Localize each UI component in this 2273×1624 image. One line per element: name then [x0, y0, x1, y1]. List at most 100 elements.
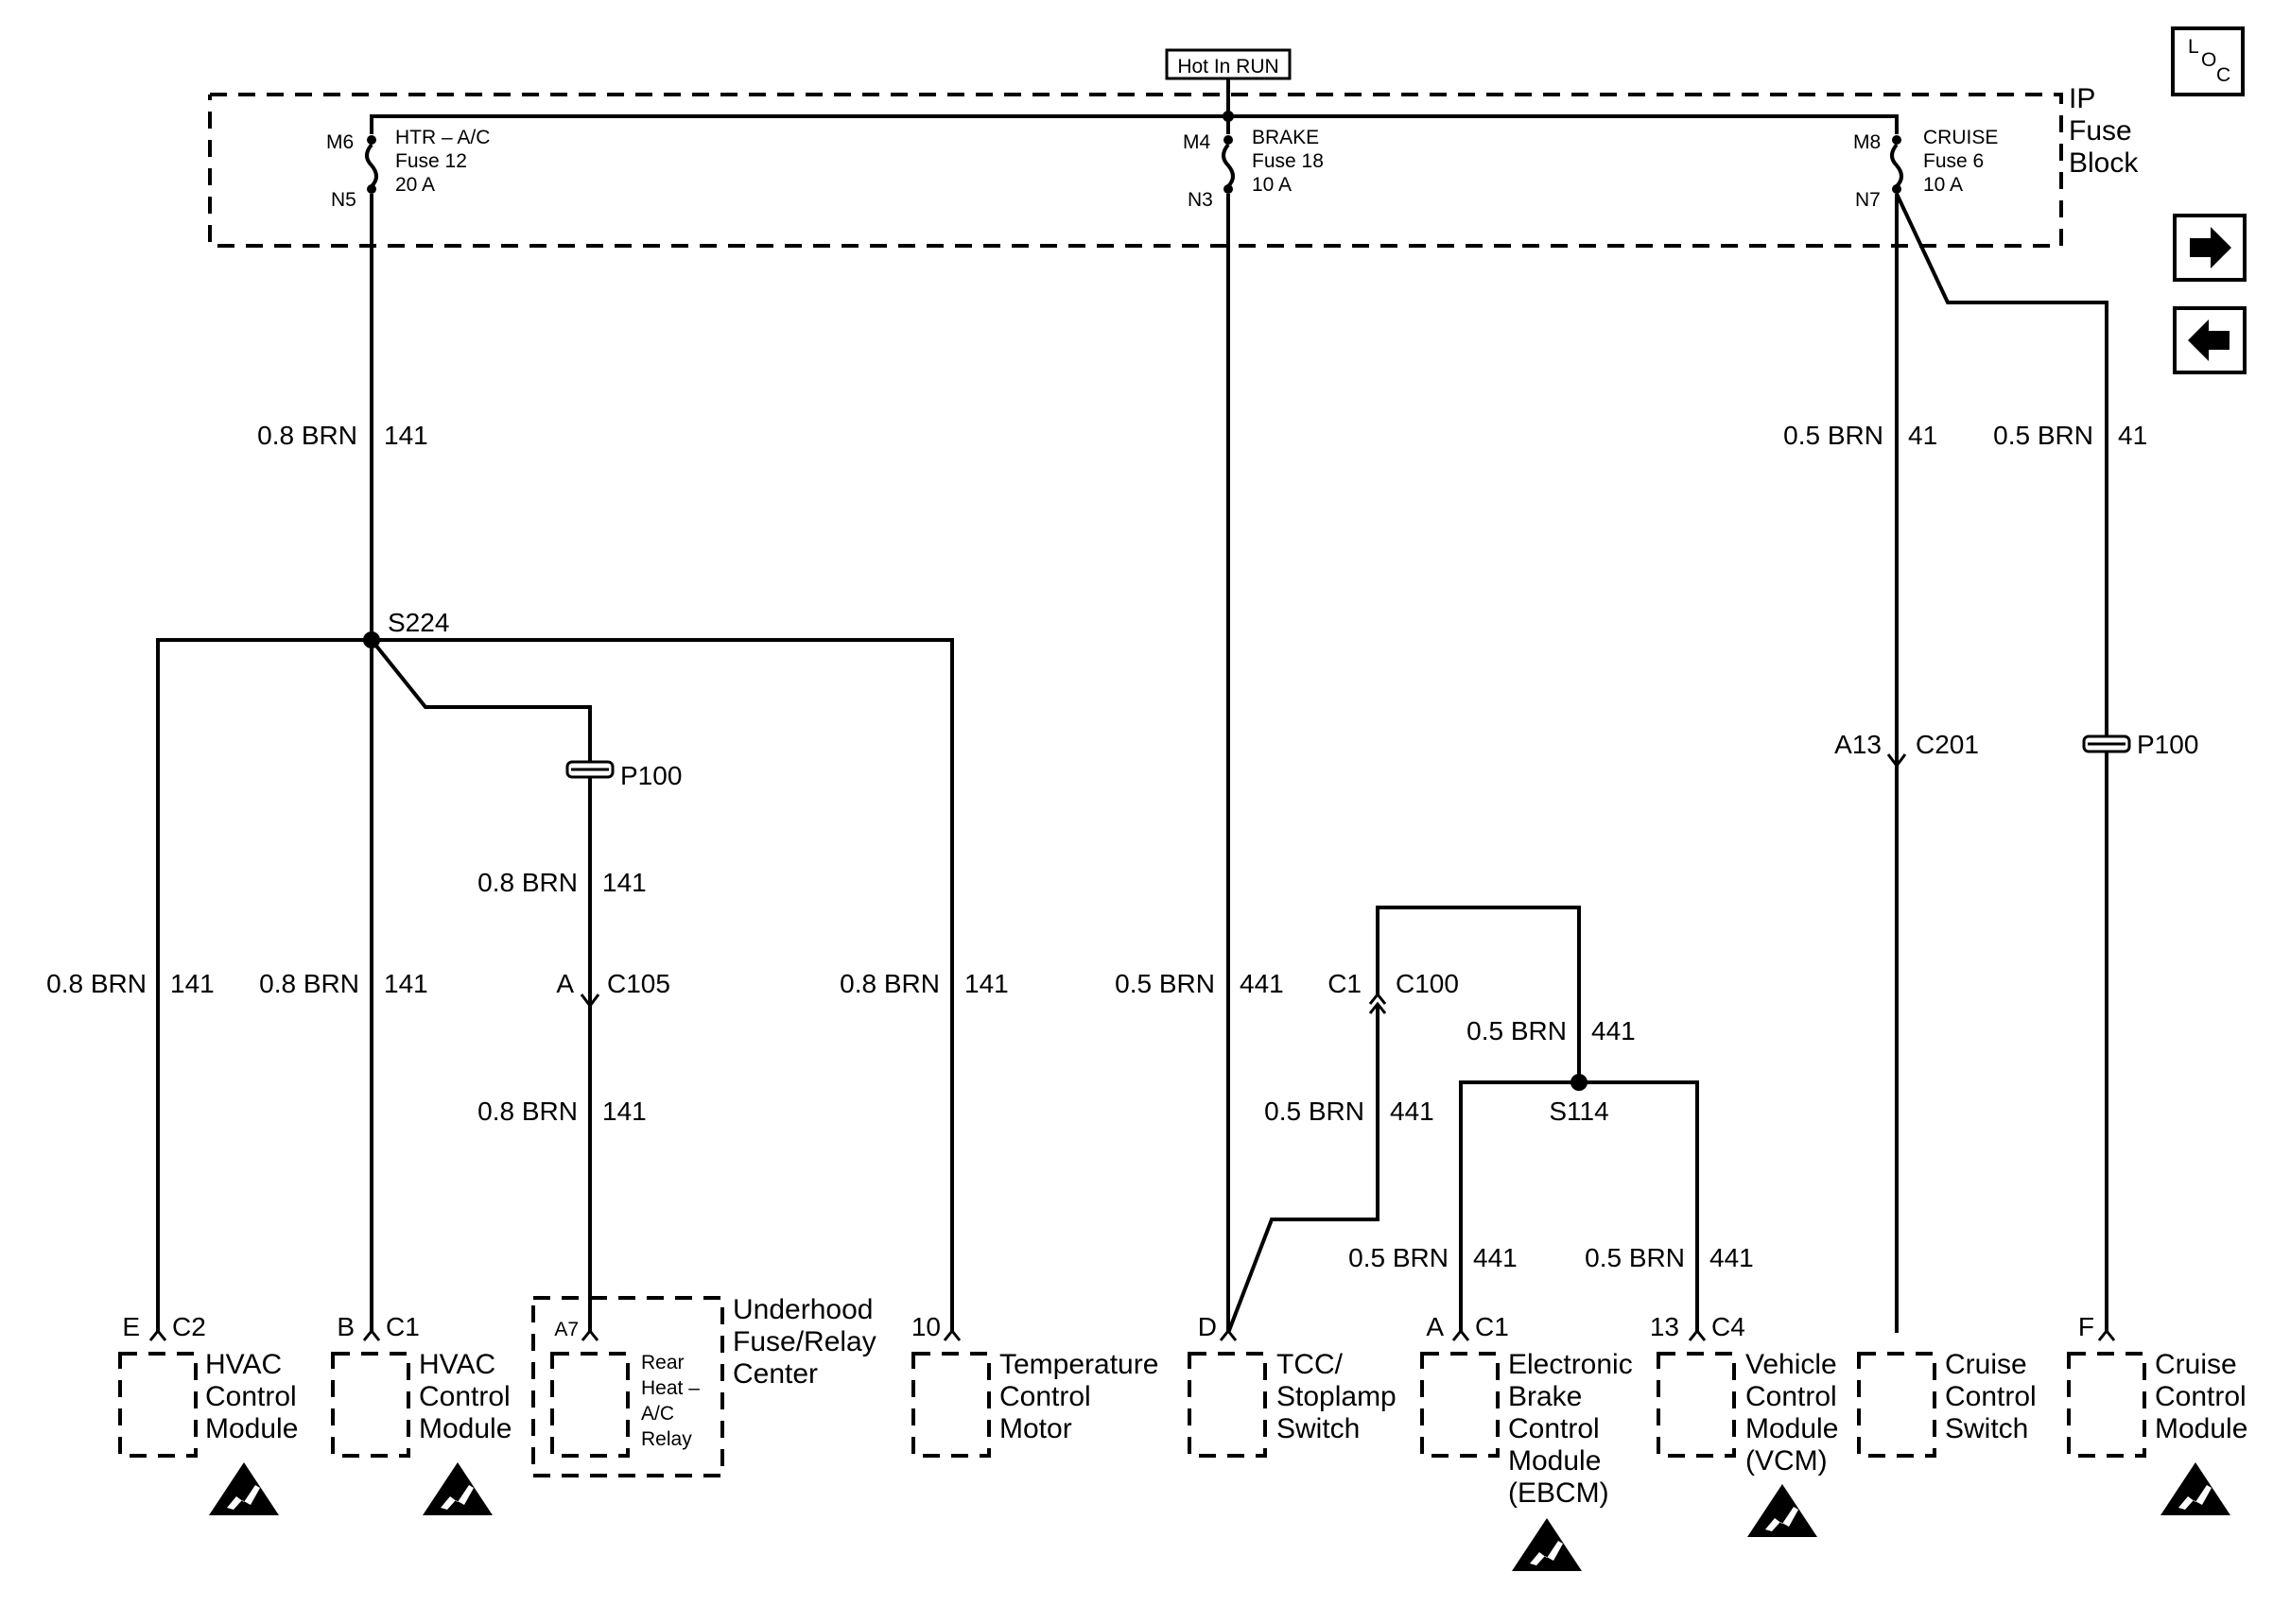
svg-text:41: 41	[1908, 421, 1937, 450]
wire-label-441-tcc: 0.5 BRN 441	[1264, 1097, 1434, 1126]
svg-text:Control: Control	[1945, 1381, 2037, 1412]
splice-s114-label: S114	[1549, 1097, 1608, 1126]
svg-text:Module: Module	[205, 1413, 298, 1444]
component-vcm: 13 C4 Vehicle Control Module (VCM)	[1650, 1312, 1839, 1477]
wire-label-441-ebcm: 0.5 BRN 441	[1348, 1243, 1518, 1272]
svg-text:C201: C201	[1916, 730, 1979, 759]
svg-text:A13: A13	[1834, 730, 1882, 759]
supply-label: Hot In RUN	[1165, 48, 1292, 80]
svg-text:0.8 BRN: 0.8 BRN	[477, 868, 578, 897]
svg-text:C2: C2	[172, 1312, 206, 1341]
svg-text:P100: P100	[620, 761, 682, 790]
svg-text:BRAKE: BRAKE	[1252, 127, 1319, 148]
svg-text:Motor: Motor	[999, 1413, 1072, 1444]
svg-text:141: 141	[384, 969, 428, 998]
svg-text:A/C: A/C	[641, 1403, 674, 1425]
svg-text:141: 141	[602, 1097, 647, 1126]
svg-text:13: 13	[1650, 1312, 1679, 1341]
component-ebcm: A C1 Electronic Brake Control Module (EB…	[1420, 1312, 1633, 1509]
svg-text:Module: Module	[1745, 1413, 1838, 1444]
svg-text:441: 441	[1591, 1016, 1636, 1045]
svg-text:Brake: Brake	[1508, 1381, 1582, 1412]
wire-141-relay	[370, 638, 592, 1333]
svg-text:0.8 BRN: 0.8 BRN	[257, 421, 357, 450]
svg-text:(VCM): (VCM)	[1745, 1445, 1828, 1477]
connector-c201: A13 C201	[1834, 730, 1979, 769]
svg-text:F: F	[2078, 1312, 2094, 1341]
component-hvac-control-module-c1: B C1 HVAC Control Module	[331, 1312, 512, 1458]
esd-icon	[2160, 1462, 2230, 1515]
svg-text:HTR – A/C: HTR – A/C	[395, 127, 490, 148]
svg-text:Cruise: Cruise	[2155, 1349, 2237, 1380]
svg-text:Relay: Relay	[641, 1428, 692, 1450]
component-temperature-control-motor: 10 Temperature Control Motor	[911, 1312, 1158, 1458]
esd-icon	[209, 1462, 279, 1515]
svg-text:0.5 BRN: 0.5 BRN	[1115, 969, 1215, 998]
svg-text:N3: N3	[1188, 189, 1213, 211]
splice-s224-label: S224	[388, 608, 449, 637]
svg-text:441: 441	[1473, 1243, 1518, 1272]
fuse-brake: M4 N3 BRAKE Fuse 18 10 A	[1183, 127, 1324, 211]
svg-text:Fuse 6: Fuse 6	[1923, 150, 1984, 172]
wire-label-41-a: 0.5 BRN 41	[1783, 421, 1937, 450]
svg-text:C1: C1	[386, 1312, 420, 1341]
wire-label-441-vcm: 0.5 BRN 441	[1585, 1243, 1754, 1272]
svg-text:Block: Block	[2069, 147, 2139, 179]
svg-text:0.8 BRN: 0.8 BRN	[259, 969, 359, 998]
svg-text:A: A	[1426, 1312, 1444, 1341]
svg-text:Temperature: Temperature	[999, 1349, 1158, 1380]
esd-icon	[1512, 1518, 1582, 1571]
wire-41-b	[1895, 193, 2108, 1333]
svg-text:0.8 BRN: 0.8 BRN	[477, 1097, 578, 1126]
svg-text:O: O	[2201, 49, 2216, 71]
svg-text:Control: Control	[2155, 1381, 2247, 1412]
svg-text:CRUISE: CRUISE	[1923, 127, 1998, 148]
svg-text:0.5 BRN: 0.5 BRN	[1993, 421, 2093, 450]
wire-label-141-temp: 0.8 BRN 141	[840, 969, 1009, 998]
wire-label-441-c100: 0.5 BRN 441	[1466, 1016, 1636, 1045]
svg-text:0.5 BRN: 0.5 BRN	[1348, 1243, 1449, 1272]
component-cruise-control-switch: Cruise Control Switch	[1857, 1349, 2037, 1458]
connector-p100-left: P100	[565, 760, 682, 790]
wire-label-141-hvac-b: 0.8 BRN 141	[259, 969, 428, 998]
svg-text:A: A	[556, 969, 574, 998]
svg-text:Heat –: Heat –	[641, 1377, 700, 1399]
svg-text:P100: P100	[2137, 730, 2198, 759]
component-tcc-stoplamp-switch: D TCC/ Stoplamp Switch	[1188, 1312, 1397, 1458]
connector-c105: A C105	[556, 969, 670, 1009]
svg-text:L: L	[2188, 36, 2199, 58]
svg-text:Control: Control	[1508, 1413, 1600, 1444]
svg-text:Module: Module	[2155, 1413, 2247, 1444]
arrow-left-icon	[2188, 320, 2230, 361]
svg-text:B: B	[337, 1312, 355, 1341]
svg-text:10: 10	[911, 1312, 941, 1341]
svg-text:0.5 BRN: 0.5 BRN	[1264, 1097, 1364, 1126]
location-button[interactable]: L O C	[2171, 26, 2245, 96]
component-cruise-control-module: F Cruise Control Module	[2067, 1312, 2247, 1458]
svg-text:Module: Module	[1508, 1445, 1601, 1477]
wire-141-bus	[156, 638, 954, 1333]
svg-text:41: 41	[2118, 421, 2147, 450]
fuse-cruise: M8 N7 CRUISE Fuse 6 10 A	[1853, 127, 1998, 211]
svg-text:Module: Module	[419, 1413, 512, 1444]
svg-text:441: 441	[1240, 969, 1284, 998]
svg-text:0.5 BRN: 0.5 BRN	[1585, 1243, 1685, 1272]
wire-label-41-b: 0.5 BRN 41	[1993, 421, 2147, 450]
svg-text:141: 141	[964, 969, 1009, 998]
arrow-right-icon	[2190, 227, 2231, 268]
svg-text:C4: C4	[1711, 1312, 1745, 1341]
back-button[interactable]	[2173, 306, 2247, 374]
svg-text:20 A: 20 A	[395, 174, 435, 196]
svg-text:(EBCM): (EBCM)	[1508, 1477, 1609, 1509]
svg-text:N7: N7	[1855, 189, 1881, 211]
svg-text:0.8 BRN: 0.8 BRN	[46, 969, 147, 998]
svg-text:TCC/: TCC/	[1276, 1349, 1344, 1380]
svg-text:M8: M8	[1853, 131, 1881, 153]
wire-label-141-main: 0.8 BRN 141	[257, 421, 428, 450]
fuse-htr-ac: M6 N5 HTR – A/C Fuse 12 20 A	[326, 127, 490, 211]
svg-text:C100: C100	[1396, 969, 1459, 998]
ip-fuse-block-outline	[208, 93, 2063, 248]
forward-button[interactable]	[2173, 214, 2247, 282]
wire-label-141-hvac-e: 0.8 BRN 141	[46, 969, 215, 998]
